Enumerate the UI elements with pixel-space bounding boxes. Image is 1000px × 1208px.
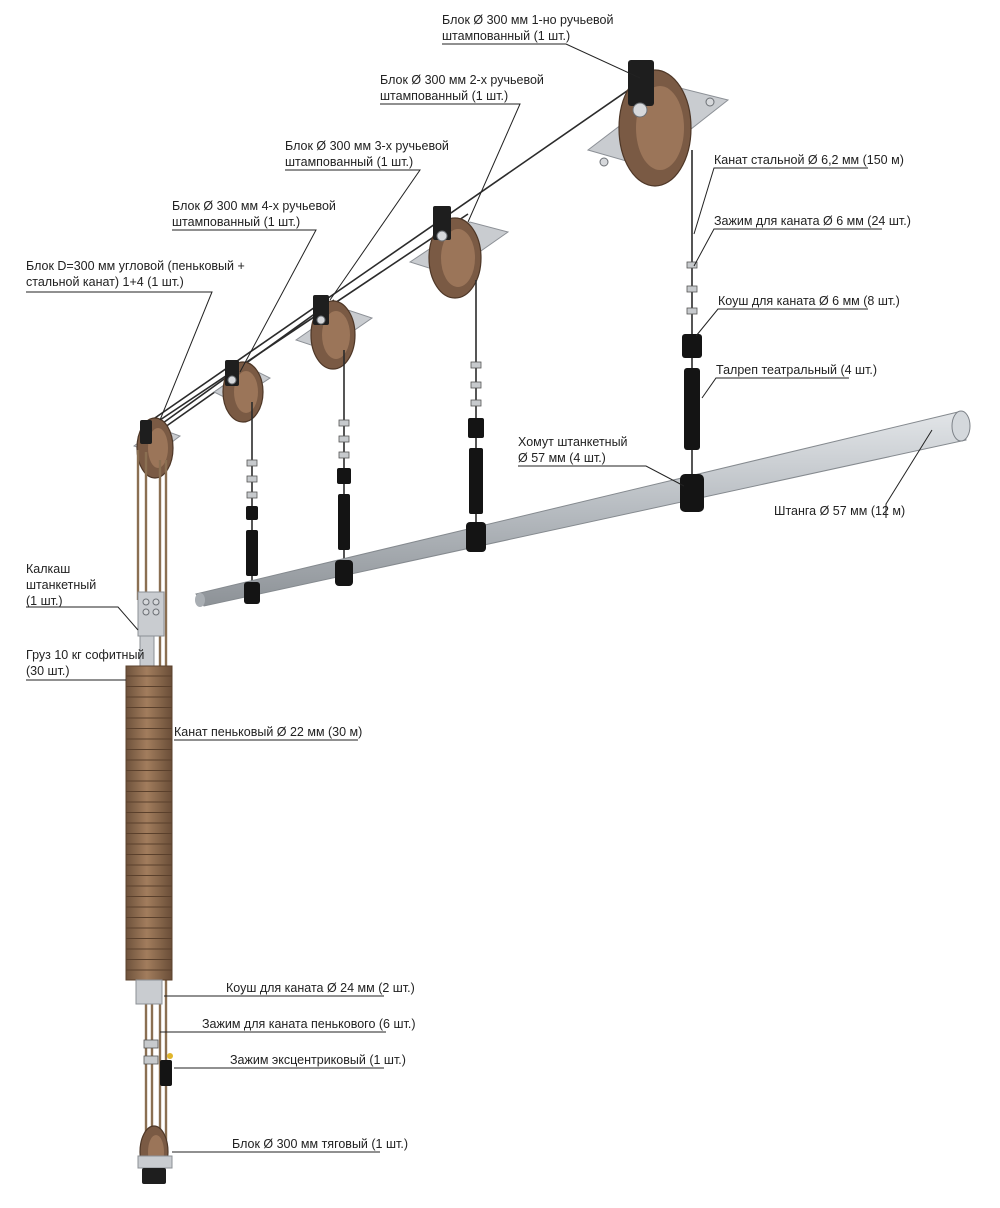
label-arbor-line1: Калкаш — [26, 562, 70, 576]
label-block-4-groove-line2: штампованный (1 шт.) — [172, 215, 300, 229]
label-block-3-groove-line1: Блок Ø 300 мм 3-х ручьевой — [285, 139, 449, 153]
block-4-groove — [213, 360, 271, 423]
label-batten-clamp: Хомут штанкетный Ø 57 мм (4 шт.) — [518, 435, 628, 465]
label-block-2-groove-line1: Блок Ø 300 мм 2-х ручьевой — [380, 73, 544, 87]
label-block-corner-line1: Блок D=300 мм угловой (пеньковый + — [26, 259, 245, 273]
batten-pipe — [195, 410, 971, 607]
label-arbor: Калкаш штанкетный (1 шт.) — [26, 562, 96, 608]
block-corner — [132, 417, 182, 479]
label-block-4-groove: Блок Ø 300 мм 4-х ручьевой штампованный … — [172, 199, 336, 229]
arbor — [137, 591, 165, 667]
label-weight-line1: Груз 10 кг софитный — [26, 648, 144, 662]
label-block-2-groove: Блок Ø 300 мм 2-х ручьевой штампованный … — [380, 73, 544, 103]
label-batten: Штанга Ø 57 мм (12 м) — [774, 504, 905, 518]
bottom-hardware — [135, 979, 173, 1184]
label-block-4-groove-line1: Блок Ø 300 мм 4-х ручьевой — [172, 199, 336, 213]
block-1-groove — [586, 60, 730, 187]
label-rope-clamp-6: Зажим для каната Ø 6 мм (24 шт.) — [714, 214, 911, 228]
label-weight: Груз 10 кг софитный (30 шт.) — [26, 648, 144, 678]
label-block-3-groove-line2: штампованный (1 шт.) — [285, 155, 413, 169]
label-thimble-6: Коуш для каната Ø 6 мм (8 шт.) — [718, 294, 900, 308]
label-block-2-groove-line2: штампованный (1 шт.) — [380, 89, 508, 103]
label-block-corner-line2: стальной канат) 1+4 (1 шт.) — [26, 275, 184, 289]
label-steel-rope: Канат стальной Ø 6,2 мм (150 м) — [714, 153, 904, 167]
label-hemp-rope-clamp: Зажим для каната пенькового (6 шт.) — [202, 1017, 415, 1031]
label-block-corner: Блок D=300 мм угловой (пеньковый + сталь… — [26, 259, 245, 289]
label-block-1-groove-line2: штампованный (1 шт.) — [442, 29, 570, 43]
label-weight-line2: (30 шт.) — [26, 664, 70, 678]
batten-clamps — [244, 474, 704, 604]
label-block-3-groove: Блок Ø 300 мм 3-х ручьевой штампованный … — [285, 139, 449, 169]
label-turnbuckle: Талреп театральный (4 шт.) — [716, 363, 877, 377]
block-3-groove — [294, 295, 374, 370]
label-eccentric-clamp: Зажим эксцентриковый (1 шт.) — [230, 1053, 406, 1067]
leader-lines — [26, 43, 933, 1153]
label-arbor-line2: штанкетный — [26, 578, 96, 592]
label-block-1-groove: Блок Ø 300 мм 1-но ручьевой штампованный… — [442, 13, 614, 43]
label-block-1-groove-line1: Блок Ø 300 мм 1-но ручьевой — [442, 13, 614, 27]
label-thimble-24: Коуш для каната Ø 24 мм (2 шт.) — [226, 981, 415, 995]
block-2-groove — [408, 206, 510, 299]
label-arbor-line3: (1 шт.) — [26, 594, 63, 608]
turnbuckles — [246, 334, 702, 576]
weight-stack — [125, 665, 173, 981]
label-hemp-rope: Канат пеньковый Ø 22 мм (30 м) — [174, 725, 362, 739]
label-pull-block: Блок Ø 300 мм тяговый (1 шт.) — [232, 1137, 408, 1151]
rope-clamps-6mm — [246, 261, 698, 499]
label-batten-clamp-line2: Ø 57 мм (4 шт.) — [518, 451, 606, 465]
label-batten-clamp-line1: Хомут штанкетный — [518, 435, 628, 449]
